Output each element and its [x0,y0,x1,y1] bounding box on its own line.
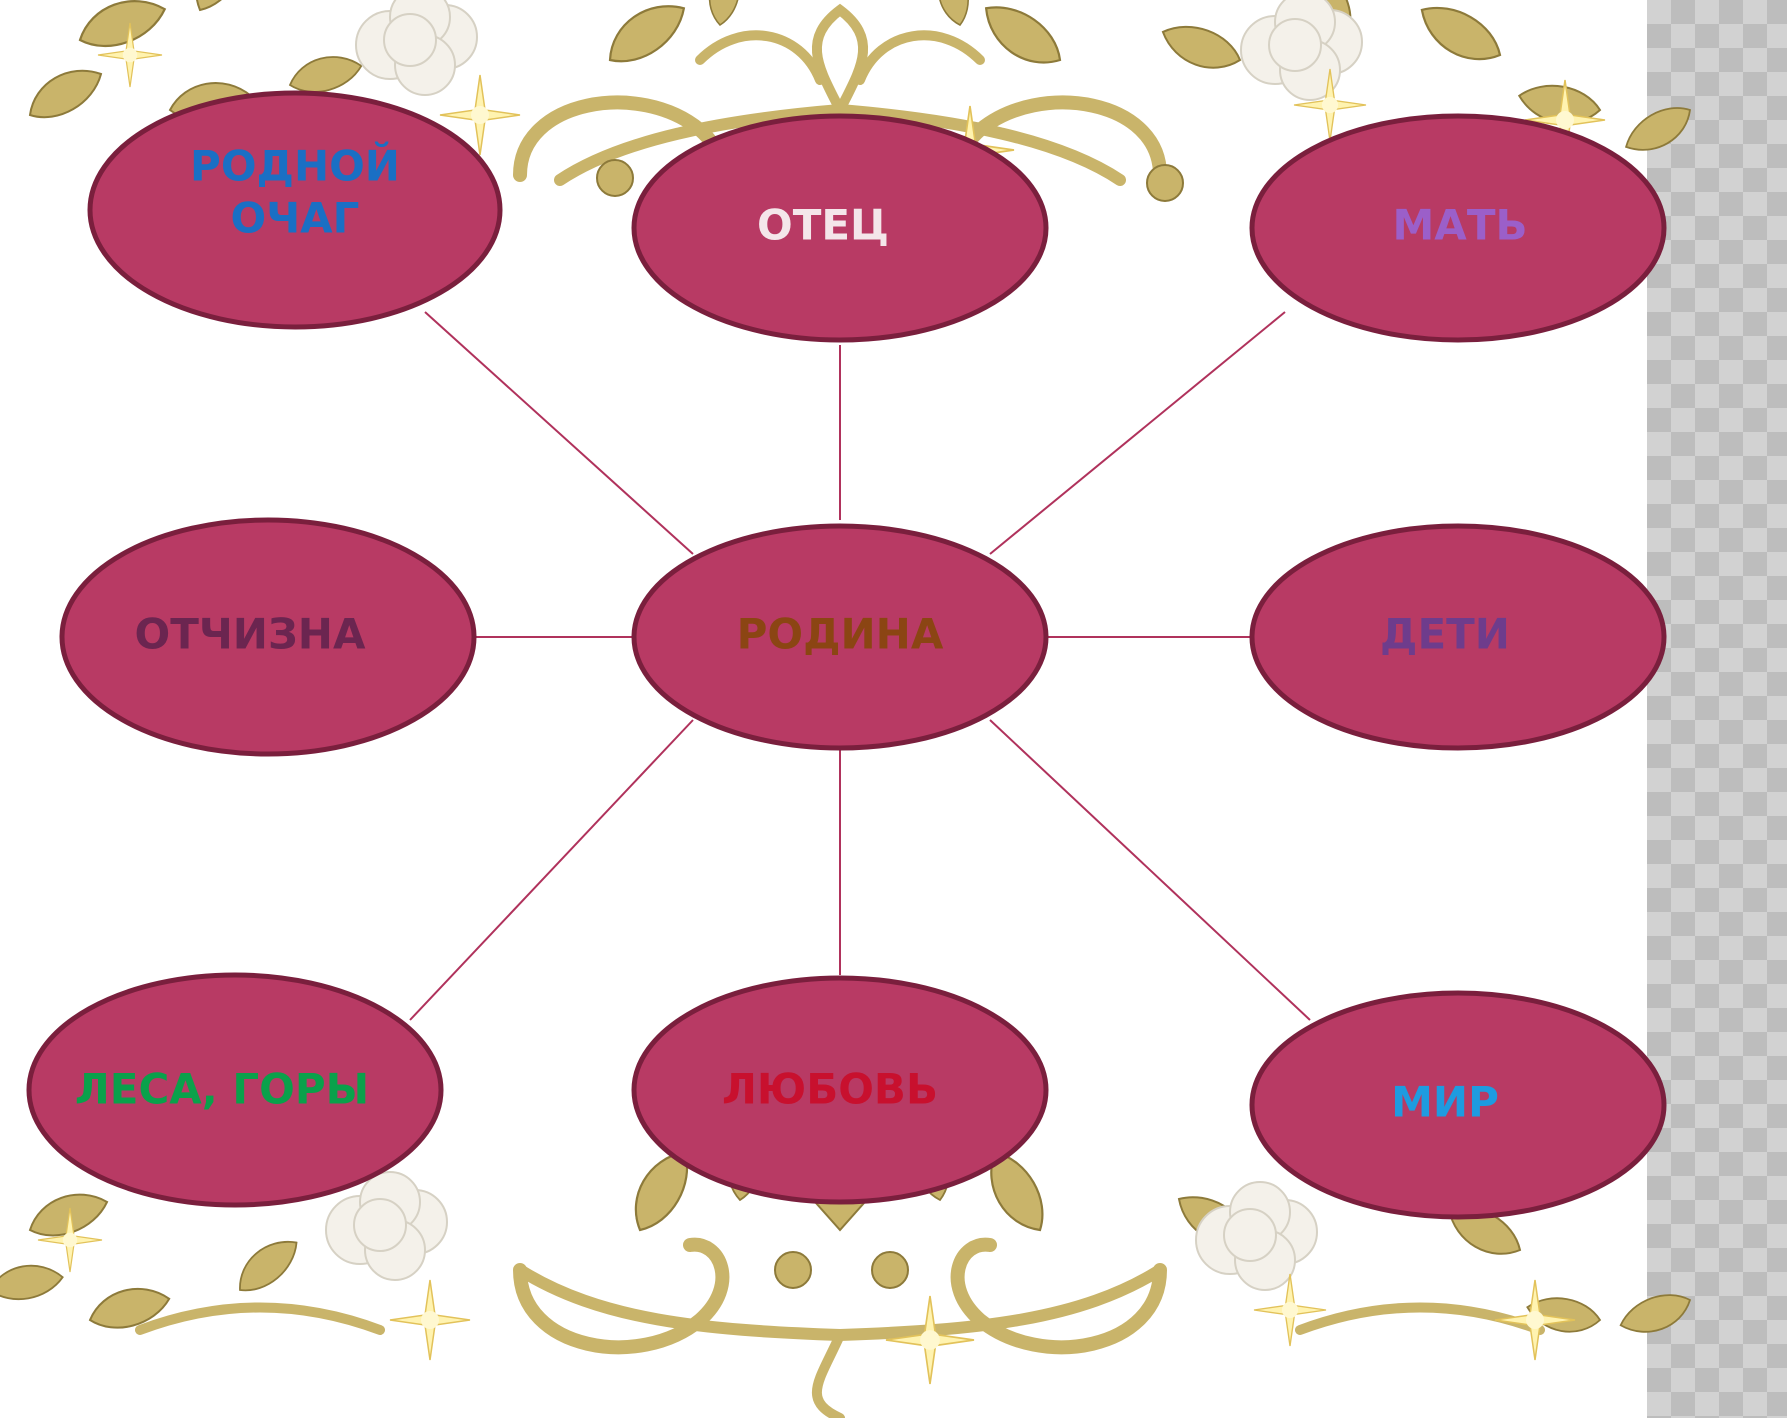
ornament-flower [1195,1181,1318,1291]
node-ellipse-otets [631,113,1049,343]
node-label-rodnoy-ochag: РОДНОЙ [190,141,400,191]
node-lesa-gory: ЛЕСА, ГОРЫ [26,972,444,1208]
node-ellipse-mat [1249,113,1667,343]
ornament-flower [325,1171,448,1281]
ornament-leaf [1161,25,1242,69]
ornament-scroll [514,1264,1166,1342]
connector-mir [989,719,1311,1021]
ornament-flower [1240,0,1363,101]
ornament-leaf [239,1240,298,1292]
sparkle-icon [389,1279,471,1361]
node-label-mat: МАТЬ [1393,201,1528,250]
node-label-deti: ДЕТИ [1380,610,1510,659]
node-deti: ДЕТИ [1249,523,1667,751]
node-center: РОДИНА [631,523,1049,751]
ornament-leaf [937,0,969,27]
ornament-leaf [0,1264,64,1301]
node-ellipse-lyubov [631,975,1049,1205]
connector-rodnoy-ochag [424,311,694,555]
ornament-scroll [811,3,869,115]
sparkle-icon [885,1295,975,1385]
side-pattern-strip [1647,0,1787,1418]
ornament-scroll [135,1302,385,1335]
node-ellipse-deti [1249,523,1667,751]
node-label-otchizna: ОТЧИЗНА [135,610,366,659]
connectors [409,311,1311,1021]
ornament-leaf [708,0,741,27]
ornament-leaf [78,0,167,48]
node-label-lesa-gory: ЛЕСА, ГОРЫ [75,1065,369,1114]
node-lyubov: ЛЮБОВЬ [631,975,1049,1205]
node-label-lyubov: ЛЮБОВЬ [722,1065,938,1114]
node-ellipse-center [631,523,1049,751]
ornament-leaf [1420,6,1502,61]
ornament-scroll [513,1237,730,1355]
ornament-leaf [195,0,244,12]
node-mat: МАТЬ [1249,113,1667,343]
node-otets: ОТЕЦ [631,113,1049,343]
node-ellipse-mir [1249,990,1667,1220]
ornament-leaf [608,5,686,63]
node-label-mir: МИР [1391,1078,1499,1127]
sparkle-icon [97,22,163,88]
connector-mat [989,311,1286,555]
ornament-leaf [88,1287,171,1329]
node-ellipse-lesa-gory [26,972,444,1208]
sparkle-icon [439,74,521,156]
ornament-scroll [950,1237,1167,1355]
ornament-border [0,0,1692,1418]
ornament-flower [355,0,478,96]
node-label-rodnoy-ochag: ОЧАГ [231,194,360,243]
ornament-scroll [695,30,825,85]
node-ellipse-otchizna [59,517,477,757]
node-mir: МИР [1249,990,1667,1220]
sparkle-icon [1253,1273,1327,1347]
ornament-leaf [984,6,1062,64]
ornament-scroll [855,30,985,85]
node-label-otets: ОТЕЦ [757,201,889,250]
sparkle-icon [37,1207,103,1273]
ornament-leaf [28,69,103,119]
node-label-center: РОДИНА [737,610,944,659]
connector-lesa-gory [409,719,694,1021]
node-ellipse-rodnoy-ochag [87,90,503,330]
ornament-leaf [1625,107,1691,151]
ornament-leaf [1619,1294,1692,1333]
node-otchizna: ОТЧИЗНА [59,517,477,757]
ornament-scroll [811,1330,845,1418]
sparkle-icon [1494,1279,1576,1361]
